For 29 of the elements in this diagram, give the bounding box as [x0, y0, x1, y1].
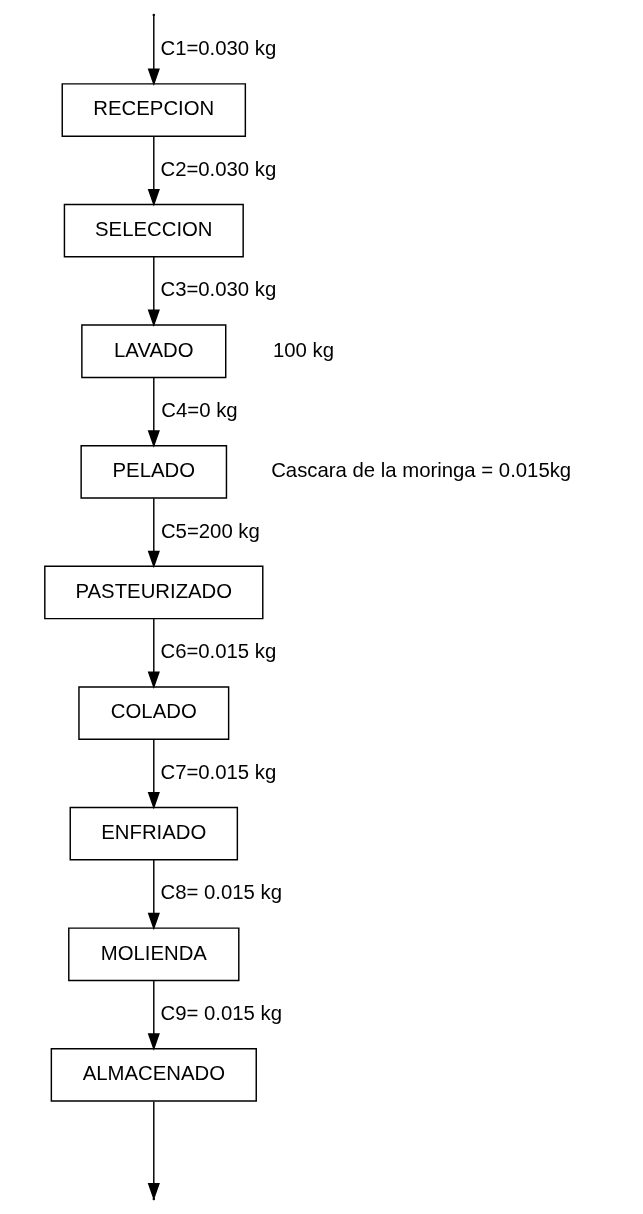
node-box: MOLIENDA: [67, 927, 240, 982]
node-box: COLADO: [77, 686, 229, 740]
arrow: [147, 376, 160, 448]
arrow: [147, 859, 160, 931]
edge-label: C4=0 kg: [160, 398, 238, 421]
edge-label: C7=0.015 kg: [159, 760, 276, 783]
node-box: ENFRIADO: [69, 806, 238, 861]
edge-label: C3=0.030 kg: [159, 278, 276, 301]
edge-label: C6=0.015 kg: [159, 640, 276, 663]
arrow: [147, 618, 160, 689]
edge-label: C5=200 kg: [160, 519, 260, 542]
arrow: [147, 135, 160, 207]
node-box: ALMACENADO: [50, 1048, 257, 1102]
edge-label: C2=0.030 kg: [159, 157, 276, 180]
node-label: 100 kg: [272, 338, 334, 361]
node-box: LAVADO: [80, 324, 226, 379]
node-box: SELECCION: [63, 203, 244, 258]
edge-label: C9= 0.015 kg: [160, 1001, 282, 1024]
node-box: PASTEURIZADO: [43, 565, 263, 620]
arrow: [147, 980, 160, 1051]
node-box: PELADO: [79, 444, 227, 499]
arrow: [147, 738, 160, 810]
node-box: RECEPCION: [61, 83, 246, 137]
arrow: [147, 256, 160, 328]
edge-label: C8= 0.015 kg: [160, 881, 282, 904]
edge-label: C1=0.030 kg: [159, 37, 276, 60]
arrow: [147, 497, 160, 569]
node-label: Cascara de la moringa = 0.015kg: [270, 459, 571, 482]
arrow: [147, 14, 160, 87]
